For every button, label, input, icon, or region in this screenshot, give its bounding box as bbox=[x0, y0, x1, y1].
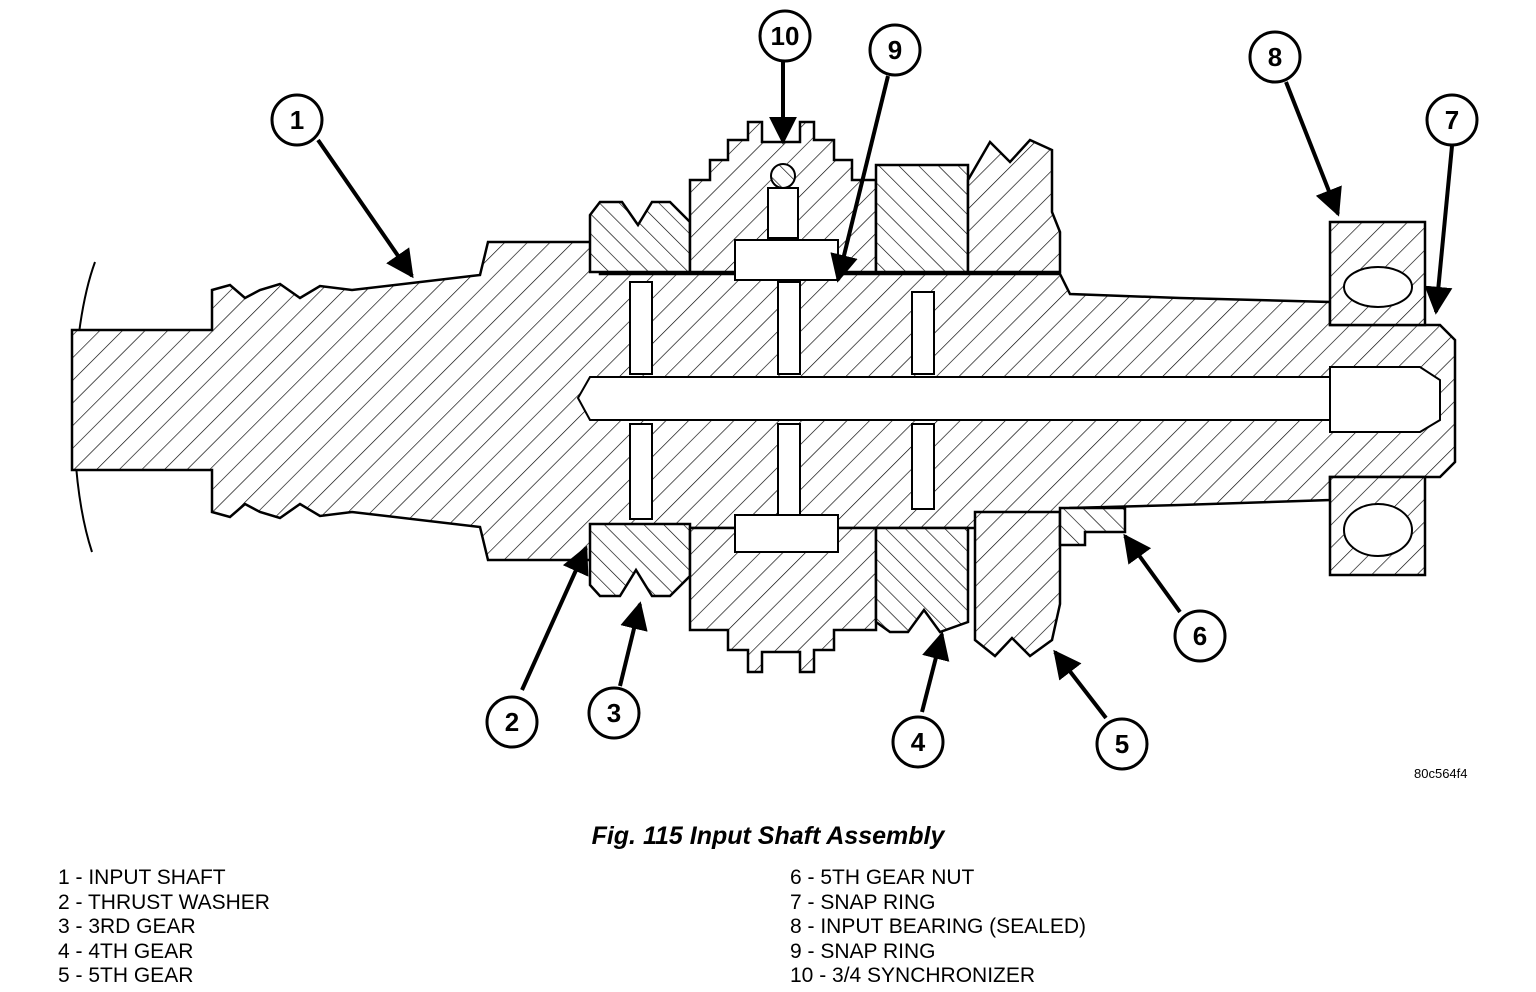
legend-item: 3 - 3RD GEAR bbox=[58, 915, 196, 939]
legend-item: 1 - INPUT SHAFT bbox=[58, 866, 226, 889]
oil-passage-bot-3 bbox=[911, 423, 935, 510]
callout-8: 8 bbox=[1248, 30, 1302, 84]
oil-passage-top-1 bbox=[629, 281, 653, 375]
shaft-bore bbox=[576, 376, 1331, 421]
leader-4 bbox=[920, 631, 950, 713]
fourth-gear-top bbox=[874, 163, 970, 274]
svg-text:5: 5 bbox=[1115, 729, 1129, 759]
legend-item: 7 - SNAP RING bbox=[790, 890, 936, 914]
legend-item: 4 - 4TH GEAR bbox=[58, 939, 194, 963]
leader-lines bbox=[316, 62, 1454, 720]
leader-5 bbox=[1053, 649, 1108, 720]
callout-2: 2 bbox=[485, 695, 539, 749]
svg-text:6: 6 bbox=[1193, 621, 1207, 651]
callout-9: 9 bbox=[868, 23, 922, 77]
detent-ball bbox=[770, 163, 796, 189]
legend-left: 1 - INPUT SHAFT 2 - THRUST WASHER 3 - 3R… bbox=[58, 866, 270, 989]
bearing-ball-bottom bbox=[1343, 503, 1413, 557]
legend-right: 6 - 5TH GEAR NUT 7 - SNAP RING 8 - INPUT… bbox=[790, 866, 1086, 989]
detent-spring bbox=[767, 187, 799, 239]
legend-item: 8 - INPUT BEARING (SEALED) bbox=[790, 915, 1087, 939]
fourth-gear-bottom bbox=[874, 526, 970, 634]
svg-text:4: 4 bbox=[911, 727, 926, 757]
svg-text:10: 10 bbox=[771, 21, 800, 51]
svg-text:2: 2 bbox=[505, 707, 519, 737]
leader-7 bbox=[1424, 145, 1454, 315]
fifth-gear-bottom bbox=[973, 510, 1062, 658]
leader-6 bbox=[1123, 533, 1182, 614]
callout-6: 6 bbox=[1173, 609, 1227, 663]
callout-10: 10 bbox=[758, 9, 812, 63]
callout-5: 5 bbox=[1095, 717, 1149, 771]
svg-text:8: 8 bbox=[1268, 42, 1282, 72]
fifth-gear-top bbox=[966, 138, 1062, 274]
legend-item: 2 - THRUST WASHER bbox=[58, 890, 270, 914]
synchronizer-bottom bbox=[688, 526, 878, 674]
leader-1 bbox=[316, 138, 414, 279]
callout-7: 7 bbox=[1425, 93, 1479, 147]
callout-4: 4 bbox=[891, 715, 945, 769]
legend-item: 9 - SNAP RING bbox=[790, 939, 936, 963]
input-shaft-cross-section-diagram: 1 2 3 4 5 6 7 8 9 10 bbox=[70, 9, 1479, 771]
callout-1: 1 bbox=[270, 93, 324, 147]
legend-item: 5 - 5TH GEAR bbox=[58, 964, 194, 988]
third-gear-top bbox=[588, 200, 692, 274]
image-code: 80c564f4 bbox=[1414, 766, 1468, 781]
legend-item: 6 - 5TH GEAR NUT bbox=[790, 866, 975, 889]
callout-3: 3 bbox=[587, 686, 641, 740]
leader-8 bbox=[1284, 81, 1342, 217]
figure-caption: Fig. 115 Input Shaft Assembly bbox=[591, 822, 945, 850]
oil-passage-bot-2 bbox=[777, 423, 801, 520]
oil-passage-top-2 bbox=[777, 281, 801, 375]
leader-2 bbox=[520, 545, 589, 691]
oil-passage-bot-1 bbox=[629, 423, 653, 520]
synchronizer-hub-bottom bbox=[734, 514, 839, 553]
fifth-gear-nut-bottom bbox=[1058, 506, 1127, 547]
svg-text:3: 3 bbox=[607, 698, 621, 728]
synchronizer-hub-top bbox=[734, 239, 839, 281]
third-gear-bottom bbox=[588, 522, 692, 598]
svg-text:1: 1 bbox=[290, 105, 304, 135]
oil-passage-top-3 bbox=[911, 291, 935, 375]
svg-text:7: 7 bbox=[1445, 105, 1459, 135]
leader-9 bbox=[830, 75, 890, 283]
svg-text:9: 9 bbox=[888, 35, 902, 65]
bearing-ball-top bbox=[1343, 266, 1413, 308]
legend-item: 10 - 3/4 SYNCHRONIZER bbox=[790, 964, 1036, 988]
leader-3 bbox=[618, 601, 648, 687]
shaft-bore-counterbore bbox=[1329, 366, 1441, 433]
